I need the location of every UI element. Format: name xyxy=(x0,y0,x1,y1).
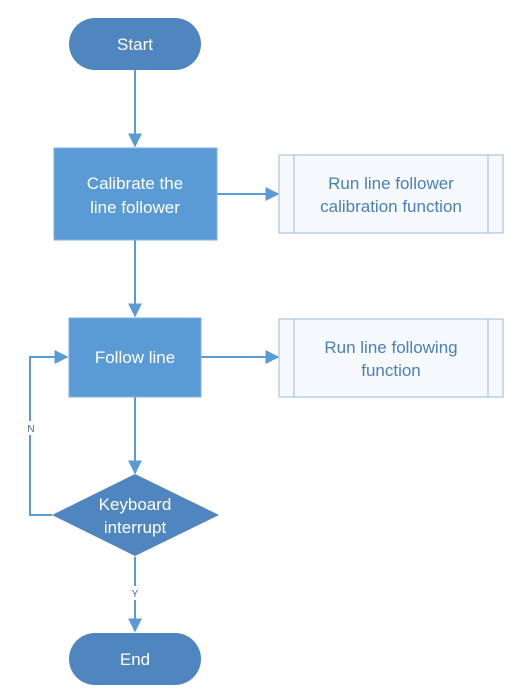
calibrate-shape xyxy=(53,147,218,241)
start-shape xyxy=(69,18,201,70)
run-following-label-line-1: Run line following xyxy=(324,338,457,357)
edge-decision-no-loop xyxy=(29,350,69,516)
end-label: End xyxy=(120,650,150,669)
run-following-node[interactable]: Run line following function xyxy=(278,318,504,398)
edge-label-yes: Y xyxy=(132,589,139,600)
follow-line-shape xyxy=(68,317,202,398)
end-node[interactable]: End xyxy=(69,633,201,685)
connectors xyxy=(29,70,280,633)
calibrate-node[interactable]: Calibrate the line follower xyxy=(53,147,218,241)
run-following-label-line-2: function xyxy=(361,361,421,380)
follow-line-label: Follow line xyxy=(95,348,175,367)
follow-line-node[interactable]: Follow line xyxy=(68,317,202,398)
label-bg-yes xyxy=(128,586,142,600)
keyboard-interrupt-decision[interactable]: Keyboard interrupt xyxy=(52,474,219,556)
run-following-shape xyxy=(278,318,504,398)
run-calibration-label-line-2: calibration function xyxy=(320,197,462,216)
calibrate-label-line-2: line follower xyxy=(90,198,180,217)
edge-label-no: N xyxy=(27,424,34,435)
calibrate-label-line-1: Calibrate the xyxy=(87,174,183,193)
run-calibration-label-line-1: Run line follower xyxy=(328,174,454,193)
decision-shape xyxy=(52,474,219,556)
run-calibration-shape xyxy=(278,154,504,234)
start-node[interactable]: Start xyxy=(69,18,201,70)
run-calibration-node[interactable]: Run line follower calibration function xyxy=(278,154,504,234)
start-label: Start xyxy=(117,35,153,54)
label-bg-no xyxy=(24,421,38,435)
decision-label-line-2: interrupt xyxy=(104,518,167,537)
end-shape xyxy=(69,633,201,685)
decision-label-line-1: Keyboard xyxy=(99,495,172,514)
